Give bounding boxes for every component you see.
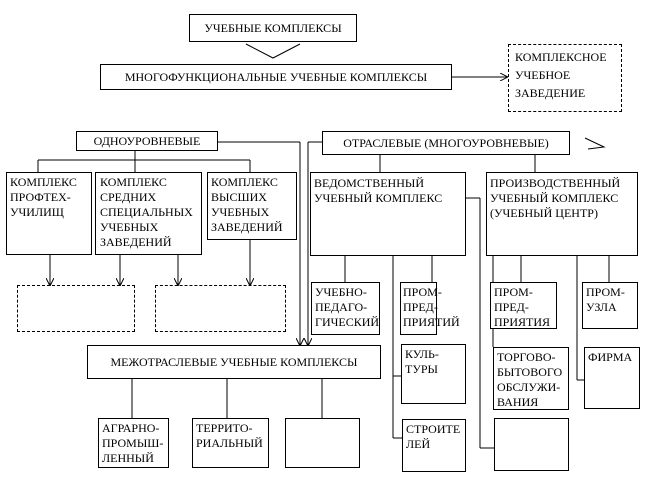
v-connector (245, 43, 301, 59)
culture-label: КУЛЬ- ТУРЫ (405, 347, 439, 376)
culture-complex-box: КУЛЬ- ТУРЫ (401, 344, 466, 404)
departmental-label: ВЕДОМСТВЕННЫЙ УЧЕБНЫЙ КОМПЛЕКС (314, 176, 443, 205)
agro-industrial-complex-box: АГРАРНО- ПРОМЫШ- ЛЕННЫЙ (98, 418, 169, 468)
single-level-box: ОДНОУРОВНЕВЫЕ (76, 131, 218, 151)
vocational-schools-complex-box: КОМПЛЕКС ПРОФТЕХ- УЧИЛИЩ (6, 172, 92, 255)
construction-label: СТРОИТЕ ЛЕЙ (406, 422, 461, 451)
secondary-special-label: КОМПЛЕКС СРЕДНИХ СПЕЦИАЛЬНЫХ УЧЕБНЫХ ЗАВ… (100, 175, 193, 249)
industrial-hub-label: ПРОМ- УЗЛА (586, 285, 625, 314)
complex-institution-label: КОМПЛЕКСНОЕ УЧЕБНОЕ ЗАВЕДЕНИЕ (515, 50, 607, 100)
empty-box-bottom-center (285, 418, 360, 468)
industrial-hub-complex-box: ПРОМ- УЗЛА (582, 282, 638, 329)
production-complex-box: ПРОИЗВОДСТВЕННЫЙ УЧЕБНЫЙ КОМПЛЕКС (УЧЕБН… (486, 172, 638, 256)
territorial-label: ТЕРРИТО- РИАЛЬНЫЙ (196, 421, 263, 450)
firm-box: ФИРМА (584, 347, 640, 409)
multifunctional-complexes-box: МНОГОФУНКЦИОНАЛЬНЫЕ УЧЕБНЫЕ КОМПЛЕКСЫ (100, 64, 452, 90)
firm-label: ФИРМА (588, 350, 633, 364)
industrial-enterprise-label: ПРОМ- ПРЕД- ПРИЯТИЯ (494, 285, 551, 329)
pedagogical-label: УЧЕБНО- ПЕДАГО- ГИЧЕСКИЙ (315, 285, 380, 329)
trade-services-complex-box: ТОРГОВО- БЫТОВОГО ОБСЛУЖИ- ВАНИЯ (493, 347, 569, 410)
vocational-schools-label: КОМПЛЕКС ПРОФТЕХ- УЧИЛИЩ (10, 175, 77, 219)
pedagogical-complex-box: УЧЕБНО- ПЕДАГО- ГИЧЕСКИЙ (311, 282, 380, 335)
intersectoral-complexes-box: МЕЖОТРАСЛЕВЫЕ УЧЕБНЫЕ КОМПЛЕКСЫ (87, 345, 381, 379)
educational-complexes-label: УЧЕБНЫЕ КОМПЛЕКСЫ (204, 20, 342, 35)
departmental-complex-box: ВЕДОМСТВЕННЫЙ УЧЕБНЫЙ КОМПЛЕКС (310, 172, 466, 256)
decorative-arrow (584, 137, 606, 150)
production-label: ПРОИЗВОДСТВЕННЫЙ УЧЕБНЫЙ КОМПЛЕКС (УЧЕБН… (490, 176, 621, 220)
sectoral-box: ОТРАСЛЕВЫЕ (МНОГОУРОВНЕВЫЕ) (322, 131, 570, 155)
educational-complexes-box: УЧЕБНЫЕ КОМПЛЕКСЫ (189, 14, 357, 42)
placeholder-dashed-box-right (155, 285, 286, 332)
sectoral-label: ОТРАСЛЕВЫЕ (МНОГОУРОВНЕВЫЕ) (343, 135, 549, 150)
enterprises-complex-box: ПРОМ- ПРЕД- ПРИЯТИЙ (400, 282, 460, 335)
secondary-special-complex-box: КОМПЛЕКС СРЕДНИХ СПЕЦИАЛЬНЫХ УЧЕБНЫХ ЗАВ… (95, 172, 202, 255)
construction-complex-box: СТРОИТЕ ЛЕЙ (402, 419, 466, 472)
industrial-enterprise-complex-box: ПРОМ- ПРЕД- ПРИЯТИЯ (490, 282, 557, 329)
trade-services-label: ТОРГОВО- БЫТОВОГО ОБСЛУЖИ- ВАНИЯ (497, 350, 563, 409)
higher-education-complex-box: КОМПЛЕКС ВЫСШИХ УЧЕБНЫХ ЗАВЕДЕНИЙ (207, 172, 297, 240)
enterprises-label: ПРОМ- ПРЕД- ПРИЯТИЙ (403, 285, 460, 329)
complex-institution-box: КОМПЛЕКСНОЕ УЧЕБНОЕ ЗАВЕДЕНИЕ (508, 44, 622, 112)
single-level-label: ОДНОУРОВНЕВЫЕ (93, 133, 201, 148)
agro-industrial-label: АГРАРНО- ПРОМЫШ- ЛЕННЫЙ (102, 421, 164, 465)
territorial-complex-box: ТЕРРИТО- РИАЛЬНЫЙ (192, 418, 269, 468)
intersectoral-label: МЕЖОТРАСЛЕВЫЕ УЧЕБНЫЕ КОМПЛЕКСЫ (110, 354, 358, 369)
multifunctional-complexes-label: МНОГОФУНКЦИОНАЛЬНЫЕ УЧЕБНЫЕ КОМПЛЕКСЫ (124, 69, 428, 84)
placeholder-dashed-box-left (17, 285, 135, 332)
higher-education-label: КОМПЛЕКС ВЫСШИХ УЧЕБНЫХ ЗАВЕДЕНИЙ (211, 175, 283, 234)
empty-box-bottom-right (494, 418, 569, 471)
